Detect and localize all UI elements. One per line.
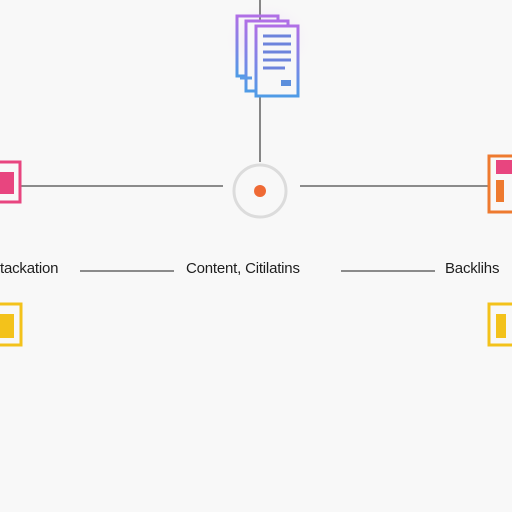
node-label-right: Backlihs bbox=[445, 260, 500, 277]
yellow-square-icon-right bbox=[487, 302, 512, 347]
node-label-center: Content, Citilatins bbox=[186, 260, 300, 277]
hub-node-icon bbox=[232, 163, 288, 219]
orange-square-icon bbox=[487, 154, 512, 214]
yellow-square-icon-left bbox=[0, 302, 23, 347]
node-label-left: tackation bbox=[0, 260, 59, 277]
pink-square-icon bbox=[0, 160, 22, 204]
document-stack-icon bbox=[235, 14, 300, 98]
